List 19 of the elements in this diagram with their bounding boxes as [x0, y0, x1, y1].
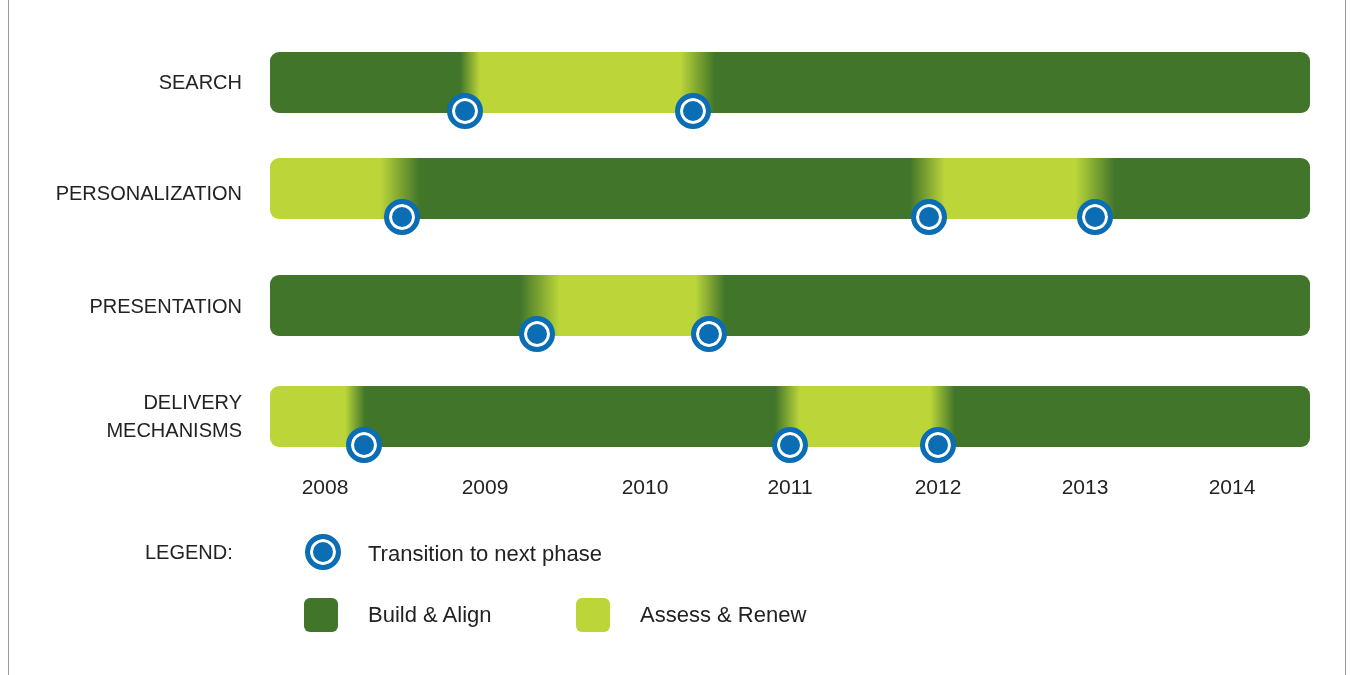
row-label: PRESENTATION: [88, 294, 242, 319]
legend-label: Build & Align: [368, 602, 492, 628]
timeline-bar: [270, 386, 1310, 447]
timeline-bar: [270, 275, 1310, 336]
legend-label: Transition to next phase: [368, 541, 602, 567]
year-label: 2012: [913, 475, 963, 499]
row-label: PERSONALIZATION: [54, 181, 242, 206]
year-label: 2013: [1060, 475, 1110, 499]
timeline-bar: [270, 158, 1310, 219]
year-label: 2014: [1207, 475, 1257, 499]
year-label: 2008: [300, 475, 350, 499]
year-label: 2010: [620, 475, 670, 499]
year-label: 2011: [766, 475, 814, 499]
timeline-bar: [270, 52, 1310, 113]
legend-label: Assess & Renew: [640, 602, 807, 628]
year-label: 2009: [460, 475, 510, 499]
row-label: SEARCH: [157, 70, 242, 95]
legend-heading: LEGEND:: [145, 541, 233, 564]
row-label: DELIVERY MECHANISMS: [105, 390, 242, 443]
